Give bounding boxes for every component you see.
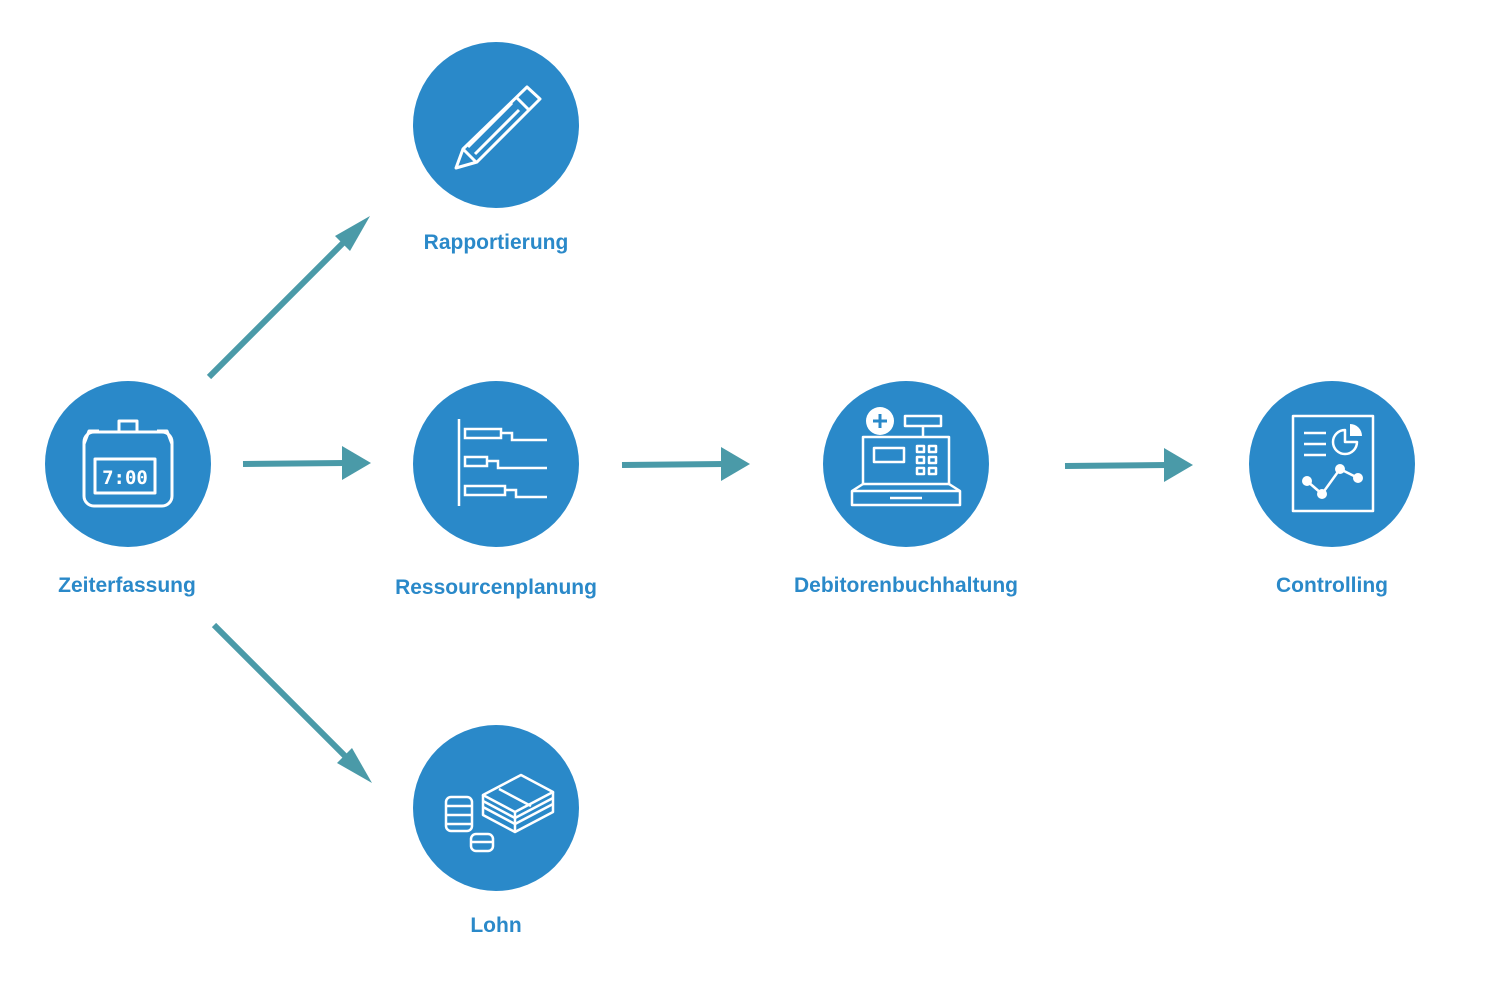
arrow-zeiterfassung-to-rapportierung xyxy=(206,216,370,380)
node-zeiterfassung[interactable]: 7:00 Zeiterfassung xyxy=(45,381,211,597)
node-circle xyxy=(1249,381,1415,547)
arrow-zeiterfassung-to-lohn xyxy=(211,622,372,783)
node-label: Controlling xyxy=(1276,574,1388,597)
node-circle xyxy=(413,381,579,547)
node-label: Zeiterfassung xyxy=(58,574,196,597)
node-controlling[interactable]: Controlling xyxy=(1249,381,1415,597)
gantt-chart-icon xyxy=(457,419,547,506)
node-label: Rapportierung xyxy=(424,231,569,254)
node-label: Lohn xyxy=(470,914,521,937)
stopwatch-display: 7:00 xyxy=(102,467,148,489)
arrow-debitorenbuchhaltung-to-controlling xyxy=(1064,448,1193,482)
node-label: Ressourcenplanung xyxy=(395,576,597,599)
node-circle xyxy=(45,381,211,547)
node-circle xyxy=(823,381,989,547)
arrows xyxy=(206,216,1193,783)
money-icon xyxy=(444,773,555,853)
pencil-icon xyxy=(454,85,542,170)
node-rapportierung[interactable]: Rapportierung xyxy=(413,42,579,254)
node-circle xyxy=(413,42,579,208)
node-lohn[interactable]: Lohn xyxy=(413,725,579,937)
report-chart-icon xyxy=(1291,414,1375,513)
node-debitorenbuchhaltung[interactable]: Debitorenbuchhaltung xyxy=(794,381,1018,597)
stopwatch-icon: 7:00 xyxy=(82,419,174,508)
node-label: Debitorenbuchhaltung xyxy=(794,574,1018,597)
node-ressourcenplanung[interactable]: Ressourcenplanung xyxy=(395,381,597,599)
arrow-ressourcenplanung-to-debitorenbuchhaltung xyxy=(621,447,750,481)
cash-register-icon xyxy=(850,407,962,507)
arrow-zeiterfassung-to-ressourcenplanung xyxy=(242,446,371,480)
